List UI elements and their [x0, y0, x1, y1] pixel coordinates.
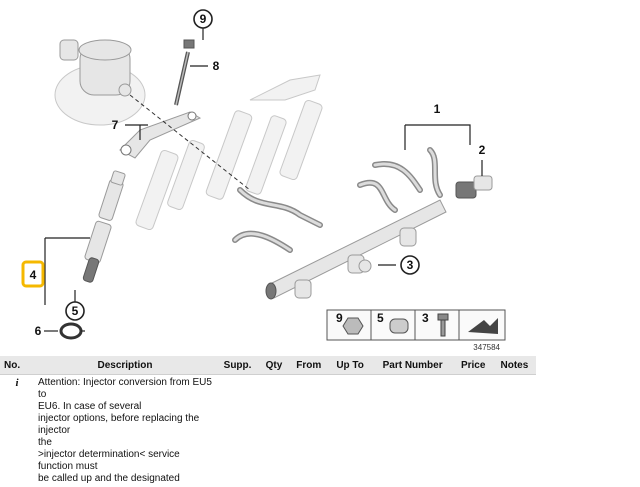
callout-7[interactable]: 7: [112, 118, 119, 132]
svg-text:6: 6: [35, 324, 42, 338]
callout-1[interactable]: 1: [434, 102, 441, 116]
svg-text:4: 4: [30, 268, 37, 282]
callout-6[interactable]: 6: [35, 324, 58, 338]
header-part-number: Part Number: [372, 356, 454, 375]
o-ring: [61, 324, 81, 338]
description-line: function must: [38, 461, 212, 473]
row-supp: [216, 375, 259, 487]
header-description: Description: [34, 356, 216, 375]
header-from: From: [289, 356, 329, 375]
svg-text:1: 1: [434, 102, 441, 116]
header-supp: Supp.: [216, 356, 259, 375]
table-row: i Attention: Injector conversion from EU…: [0, 375, 536, 487]
high-pressure-pump: [55, 40, 145, 125]
rail-bolt: [359, 260, 371, 272]
svg-text:9: 9: [336, 311, 343, 325]
description-line: the: [38, 437, 212, 449]
svg-text:3: 3: [407, 258, 414, 272]
description-line: to: [38, 389, 212, 401]
header-notes: Notes: [493, 356, 536, 375]
header-no: No.: [0, 356, 34, 375]
ghost-injectors: [135, 75, 323, 231]
header-up-to: Up To: [329, 356, 372, 375]
description-line: EU6. In case of several: [38, 401, 212, 413]
table-header-row: No. Description Supp. Qty From Up To Par…: [0, 356, 536, 375]
description-line: Attention: Injector conversion from EU5: [38, 377, 212, 389]
image-number: 347584: [473, 343, 500, 352]
parts-diagram: 1 2 3 4 5 6 7 8 9 9 5 3: [0, 0, 640, 356]
row-description: Attention: Injector conversion from EU5 …: [34, 375, 216, 487]
svg-text:8: 8: [213, 59, 220, 73]
description-line: >injector determination< service: [38, 449, 212, 461]
svg-text:2: 2: [479, 143, 486, 157]
header-price: Price: [454, 356, 493, 375]
svg-text:9: 9: [200, 12, 207, 26]
callout-2[interactable]: 2: [479, 143, 486, 157]
row-notes: [493, 375, 536, 487]
description-line: be called up and the designated: [38, 473, 212, 485]
row-up-to: [329, 375, 372, 487]
injector: [83, 170, 126, 283]
svg-text:5: 5: [377, 311, 384, 325]
callout-8[interactable]: 8: [213, 59, 220, 73]
pressure-sensor: [456, 176, 492, 198]
nut-icon: [343, 318, 363, 334]
parts-legend: 9 5 3: [327, 310, 505, 340]
callout-4[interactable]: 4: [23, 262, 43, 286]
row-from: [289, 375, 329, 487]
callout-9[interactable]: 9: [194, 10, 212, 28]
bolt: [176, 40, 194, 105]
svg-text:3: 3: [422, 311, 429, 325]
row-price: [454, 375, 493, 487]
parts-table: No. Description Supp. Qty From Up To Par…: [0, 356, 536, 487]
svg-text:7: 7: [112, 118, 119, 132]
callout-3[interactable]: 3: [401, 256, 419, 274]
svg-text:5: 5: [72, 304, 79, 318]
description-line: injector options, before replacing the: [38, 413, 212, 425]
callout-5[interactable]: 5: [66, 302, 84, 320]
o-ring-icon: [390, 319, 408, 333]
description-line: injector: [38, 425, 212, 437]
info-icon: i: [0, 375, 34, 487]
header-qty: Qty: [259, 356, 289, 375]
row-part-number: [372, 375, 454, 487]
row-qty: [259, 375, 289, 487]
